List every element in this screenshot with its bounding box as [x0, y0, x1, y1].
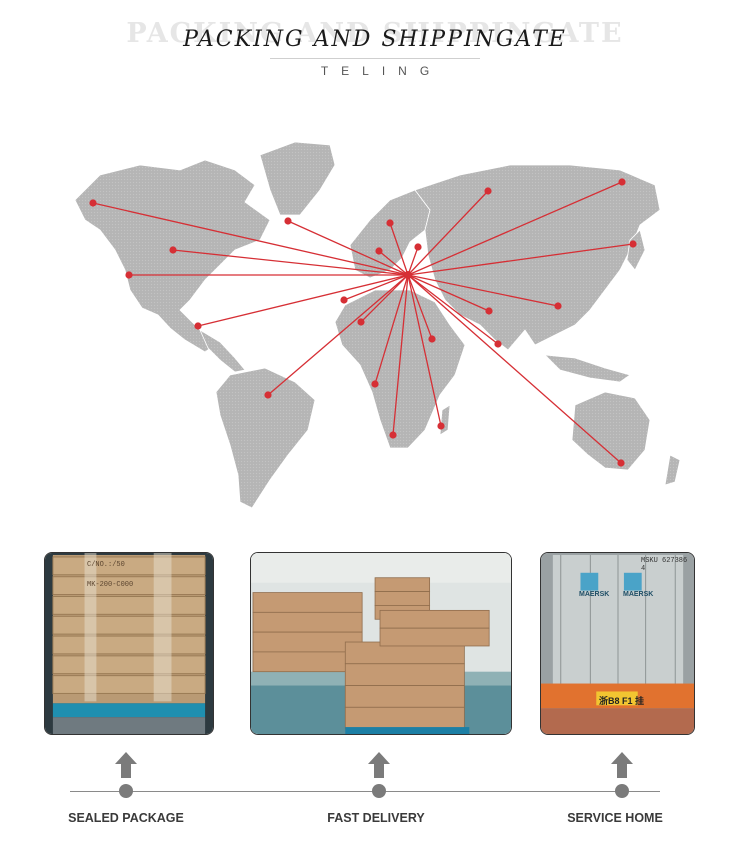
route-line [392, 274, 409, 436]
sealed-package-image [45, 553, 213, 734]
destination-point [617, 459, 625, 467]
fast-delivery-image [251, 553, 511, 734]
south-america-shape [215, 367, 316, 509]
destination-point [357, 318, 365, 326]
timeline-line [70, 791, 660, 792]
greenland-shape [259, 141, 336, 216]
destination-point [618, 178, 626, 186]
route-line [172, 249, 409, 276]
route-line [407, 274, 490, 312]
photo-fast-delivery [250, 552, 512, 735]
timeline-dot [372, 784, 386, 798]
up-arrow-icon [115, 752, 137, 778]
destination-point [554, 302, 562, 310]
up-arrow-icon [368, 752, 390, 778]
route-line [407, 274, 433, 340]
north-america-shape [74, 159, 271, 353]
destination-point [484, 187, 492, 195]
route-line [378, 250, 409, 276]
destination-point [629, 240, 637, 248]
license-plate: 浙B8 F1 挂 [599, 696, 645, 706]
route-line [407, 274, 442, 427]
destination-point [284, 217, 292, 225]
indonesia-shape [543, 354, 631, 383]
step-label-service-home: SERVICE HOME [567, 811, 663, 825]
route-line [407, 181, 623, 276]
ghost-title: PACKING AND SHIPPINGATE [126, 18, 624, 49]
japan-shape [626, 229, 646, 271]
timeline-dot [119, 784, 133, 798]
step-label-sealed-package: SEALED PACKAGE [68, 811, 184, 825]
timeline-dot [615, 784, 629, 798]
destination-point [340, 296, 348, 304]
route-line [389, 222, 409, 276]
destination-point [437, 422, 445, 430]
europe-shape [349, 189, 431, 279]
africa-shape [334, 289, 466, 449]
route-line [407, 274, 499, 345]
destination-point [389, 431, 397, 439]
brand-label: MAERSK [579, 591, 610, 598]
route-line [287, 220, 409, 276]
destination-point [169, 246, 177, 254]
destination-point [194, 322, 202, 330]
container-code: MSKU 627386 4 [641, 557, 688, 573]
page-subtitle: TELING [320, 64, 443, 78]
destination-point [414, 243, 422, 251]
photo-service-home: MAERSK MAERSK MSKU 627386 4 浙B8 F1 挂 [540, 552, 695, 735]
central-america-shape [199, 329, 246, 373]
destination-point [89, 199, 97, 207]
hub-point [404, 271, 412, 279]
route-line [267, 274, 409, 396]
route-line [407, 274, 622, 464]
destination-point [371, 380, 379, 388]
destination-points [89, 178, 637, 467]
destination-point [264, 391, 272, 399]
route-line [407, 190, 489, 276]
box-code: C/NO.:/50 [87, 561, 125, 569]
destination-point [386, 219, 394, 227]
new-zealand-shape [664, 454, 681, 486]
box-code: MK-200-C000 [87, 581, 134, 589]
destination-point [485, 307, 493, 315]
world-map [74, 141, 681, 509]
title-divider [270, 58, 480, 59]
destination-point [375, 247, 383, 255]
route-line [360, 274, 409, 323]
service-home-image [541, 553, 694, 734]
header: PACKING AND SHIPPINGATE PACKING AND SHIP… [0, 0, 750, 90]
route-line [374, 274, 409, 385]
route-line [92, 202, 409, 276]
shipping-routes [92, 181, 634, 464]
step-label-fast-delivery: FAST DELIVERY [327, 811, 425, 825]
route-line [197, 274, 409, 327]
route-line [407, 243, 634, 276]
route-line [407, 246, 419, 276]
madagascar-shape [439, 404, 451, 436]
destination-point [428, 335, 436, 343]
photo-sealed-package: C/NO.:/50 MK-200-C000 [44, 552, 214, 735]
destination-point [494, 340, 502, 348]
australia-shape [571, 391, 651, 471]
destination-point [125, 271, 133, 279]
route-line [343, 274, 409, 301]
page-title: PACKING AND SHIPPINGATE [183, 27, 567, 52]
brand-label: MAERSK [623, 591, 654, 598]
up-arrow-icon [611, 752, 633, 778]
route-line [407, 274, 559, 307]
